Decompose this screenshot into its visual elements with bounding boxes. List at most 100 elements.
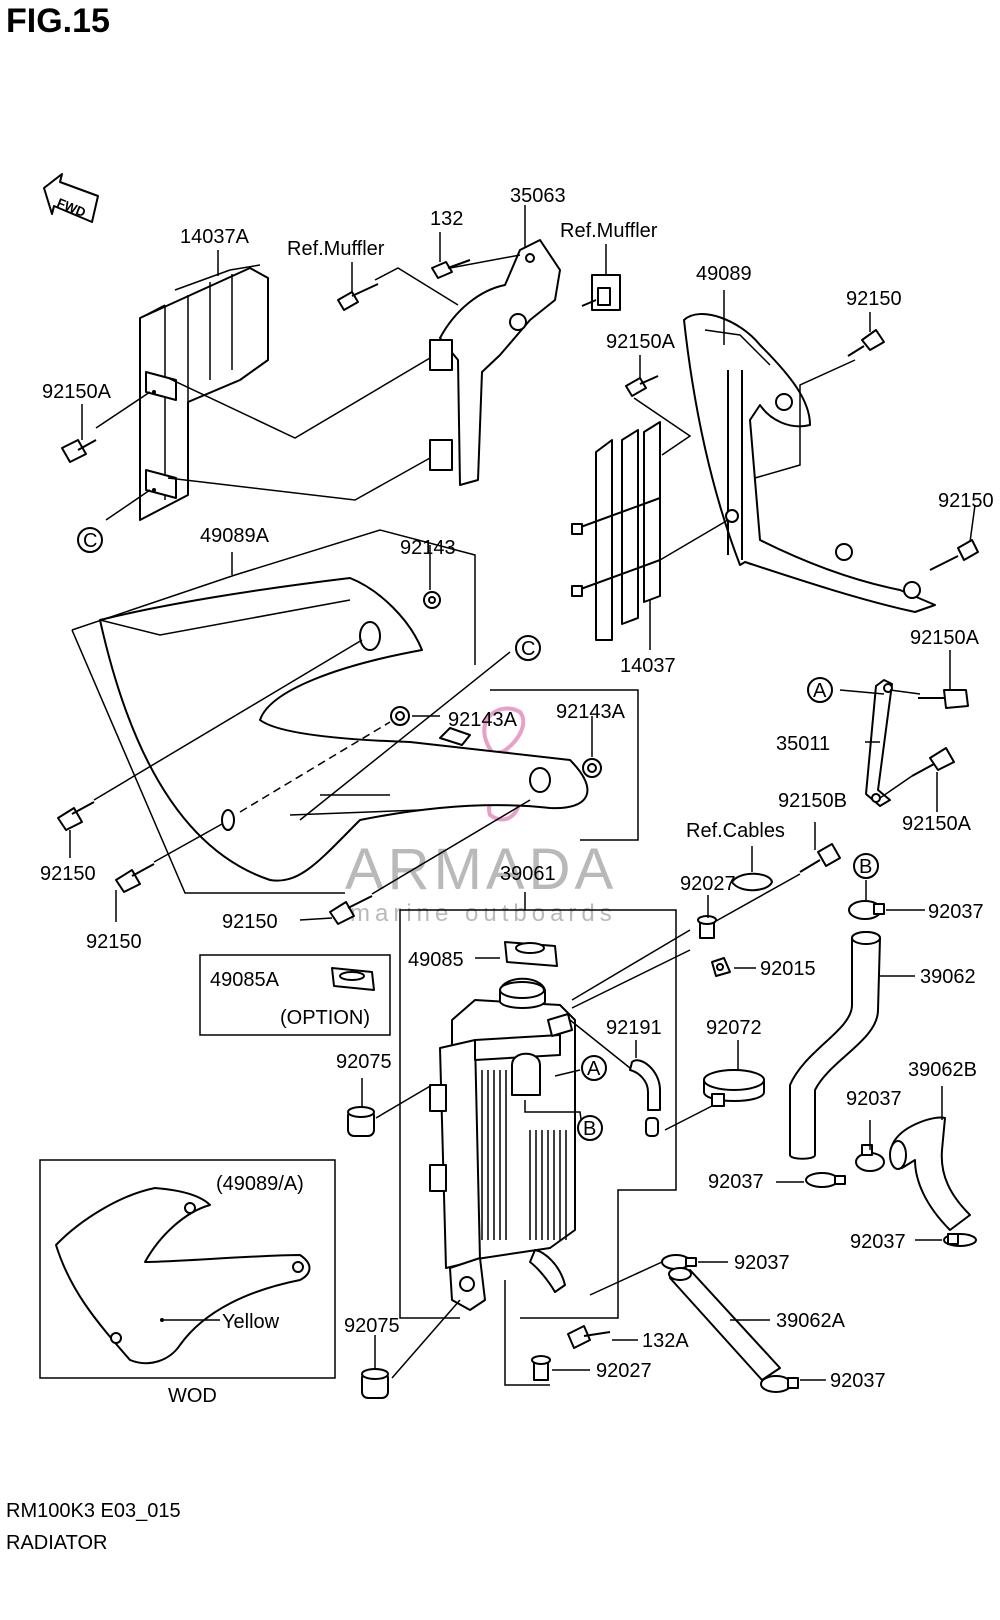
callout-92150B: 92150B [778, 790, 847, 812]
callout-39062: 39062 [920, 966, 976, 988]
hose-39062 [789, 931, 881, 1160]
hose-92191 [629, 1059, 661, 1137]
leader-ref-a-rad [554, 1069, 581, 1077]
fwd-arrow: FWD [43, 173, 99, 223]
leader-92150-4 [153, 823, 223, 863]
ref-marker-c-middle: C [515, 635, 541, 661]
bolt-92150A-upper [625, 375, 659, 397]
watermark-tagline: marine outboards [350, 900, 617, 927]
radiator-shroud-left [99, 577, 589, 882]
callout-35011: 35011 [776, 733, 830, 755]
callout-39062B: 39062B [908, 1059, 977, 1081]
bolt-92150-left-upper [57, 801, 95, 831]
inset-box [39, 1159, 336, 1379]
bolt-92150B [799, 843, 841, 873]
leader-rad-92015 [571, 949, 691, 1009]
clamp-92037-b [848, 900, 885, 920]
callout-92150A-3: 92150A [910, 627, 980, 649]
cable-clip [731, 872, 773, 892]
collar-92027-upper [697, 915, 717, 939]
grommet-92075-upper [347, 1106, 375, 1137]
figure-title: FIG.15 [6, 2, 110, 40]
clamp-92037-3 [805, 1172, 846, 1188]
callout-49089: 49089 [696, 263, 752, 285]
svg-text:A: A [587, 1058, 601, 1080]
svg-text:C: C [521, 638, 535, 660]
callout-92037-5: 92037 [734, 1252, 790, 1274]
callout-92075-1: 92075 [336, 1051, 392, 1073]
leader-92150-2 [969, 504, 976, 543]
leader-ref-a-stay [839, 689, 885, 695]
leader-frame-1 [167, 357, 431, 439]
leader-92150-1 [754, 359, 856, 479]
callout-92037-2: 92037 [846, 1088, 902, 1110]
leader-92150A-1 [95, 391, 151, 429]
radiator-fins [481, 1070, 567, 1240]
bolt-92150-left-lower [115, 863, 155, 893]
figure-code: RM100K3 E03_015 [6, 1500, 181, 1522]
clamp-92037-2 [855, 1144, 885, 1172]
bolt-92150-right [929, 539, 979, 571]
hose-39062B [889, 1116, 971, 1231]
dashed-assembly-line [239, 721, 391, 813]
watermark-brand: ARMADA [345, 837, 618, 902]
callout-ref-muffler-1: Ref.Muffler [287, 238, 385, 260]
callout-92027-1: 92027 [680, 873, 736, 895]
clamp-92037-4 [943, 1233, 977, 1247]
leader-92150-5 [299, 917, 333, 921]
clamp-92072 [703, 1069, 765, 1107]
option-box [199, 954, 391, 1036]
callout-132: 132 [430, 208, 463, 230]
figure-subtitle: RADIATOR [6, 1532, 108, 1554]
callout-92072: 92072 [706, 1017, 762, 1039]
callout-39062A: 39062A [776, 1310, 846, 1332]
leader-muffler-1 [374, 267, 459, 306]
callout-92015: 92015 [760, 958, 816, 980]
callout-49085: 49085 [408, 949, 464, 971]
radiator-shroud-right [683, 313, 936, 613]
bolt-92150A-stay-upper [918, 689, 969, 709]
bolt-132A [567, 1325, 611, 1349]
leader-92075-1b [375, 1084, 433, 1119]
inset-reference-label: (49089/A) [216, 1173, 304, 1195]
bolt-ref-muffler [337, 283, 379, 311]
leader-92191-b [569, 1019, 631, 1069]
hose-39062A [668, 1267, 781, 1381]
leader-box-49089A-2 [71, 629, 345, 894]
callout-92150A-4: 92150A [902, 813, 972, 835]
svg-text:B: B [859, 856, 872, 878]
clamp-92037-6 [760, 1375, 799, 1393]
leader-92150A-2 [633, 397, 692, 456]
leader-rad-92027 [571, 929, 691, 1001]
ref-marker-a-radiator: A [581, 1055, 607, 1081]
leader-stay-bolt [879, 775, 913, 799]
clamp-92037-5 [661, 1254, 697, 1270]
callout-option: (OPTION) [280, 1007, 370, 1029]
leader-92150A-3 [889, 689, 921, 695]
callout-92191: 92191 [606, 1017, 662, 1039]
leader-box-39061-2 [520, 909, 677, 1319]
leader-92150-5b [371, 799, 531, 895]
callout-49089A: 49089A [200, 525, 270, 547]
svg-text:B: B [583, 1118, 596, 1140]
stay-35011 [865, 679, 893, 807]
callout-92150-3: 92150 [40, 863, 96, 885]
callout-132A: 132A [642, 1330, 689, 1352]
inset-wod-label: WOD [168, 1385, 217, 1407]
grommet-92075-lower [361, 1368, 389, 1399]
callout-92037-1: 92037 [928, 901, 984, 923]
callout-35063: 35063 [510, 185, 566, 207]
callout-92075-2: 92075 [344, 1315, 400, 1337]
inset-shroud [55, 1187, 311, 1365]
leader-box-49089A [71, 529, 476, 665]
leader-92027-2b [504, 1280, 550, 1386]
bolt-92150-center [329, 895, 373, 925]
callout-92027-2: 92027 [596, 1360, 652, 1382]
leader-box-92143A [490, 689, 639, 841]
insulator-49085 [504, 941, 558, 967]
callout-92037-3: 92037 [708, 1171, 764, 1193]
svg-text:A: A [813, 680, 827, 702]
callout-92037-4: 92037 [850, 1231, 906, 1253]
callout-92150A-2: 92150A [606, 331, 676, 353]
